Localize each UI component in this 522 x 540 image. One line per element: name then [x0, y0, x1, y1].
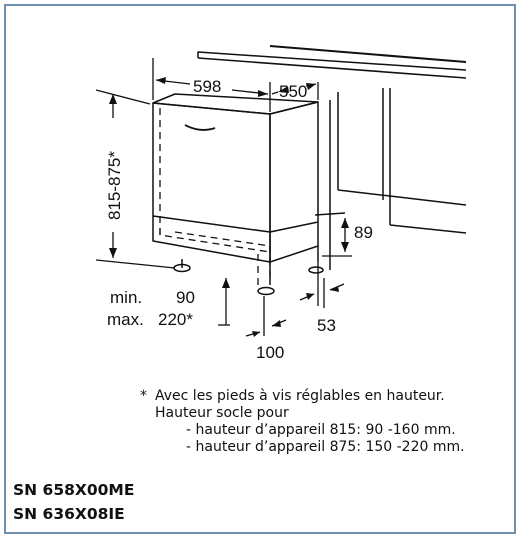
- footnote-asterisk: *: [140, 388, 147, 404]
- clearance-89-label: 89: [354, 223, 373, 242]
- clearance-89-dimension: [322, 218, 352, 257]
- dishwasher-feet: [173, 259, 324, 296]
- model-number: SN 636X08IE: [13, 505, 125, 523]
- offset-100-label: 100: [256, 343, 284, 362]
- plinth-outline: [159, 108, 271, 285]
- arrowheads: [109, 77, 349, 337]
- max-label: max.: [107, 310, 144, 329]
- height-dimension-line: [95, 89, 176, 269]
- footnote-line-2: Hauteur socle pour: [155, 405, 289, 421]
- offset-53-label: 53: [317, 316, 336, 335]
- min-label: min.: [110, 288, 142, 307]
- footnote-line-4: - hauteur d’appareil 875: 150 -220 mm.: [186, 439, 465, 455]
- footnote-line-3: - hauteur d’appareil 815: 90 -160 mm.: [186, 422, 456, 438]
- worktop: [197, 45, 467, 79]
- height-range-label: 815-875*: [105, 151, 124, 220]
- dishwasher-body: [152, 93, 319, 285]
- min-value: 90: [176, 288, 195, 307]
- footnote-line-1: Avec les pieds à vis réglables en hauteu…: [155, 388, 445, 404]
- width-label: 598: [193, 77, 221, 96]
- offset-100-dimension: [245, 296, 287, 337]
- depth-label: 550: [279, 82, 307, 101]
- niche-cabinet: [314, 88, 467, 270]
- model-number: SN 658X00ME: [13, 481, 135, 499]
- max-value: 220*: [158, 310, 193, 329]
